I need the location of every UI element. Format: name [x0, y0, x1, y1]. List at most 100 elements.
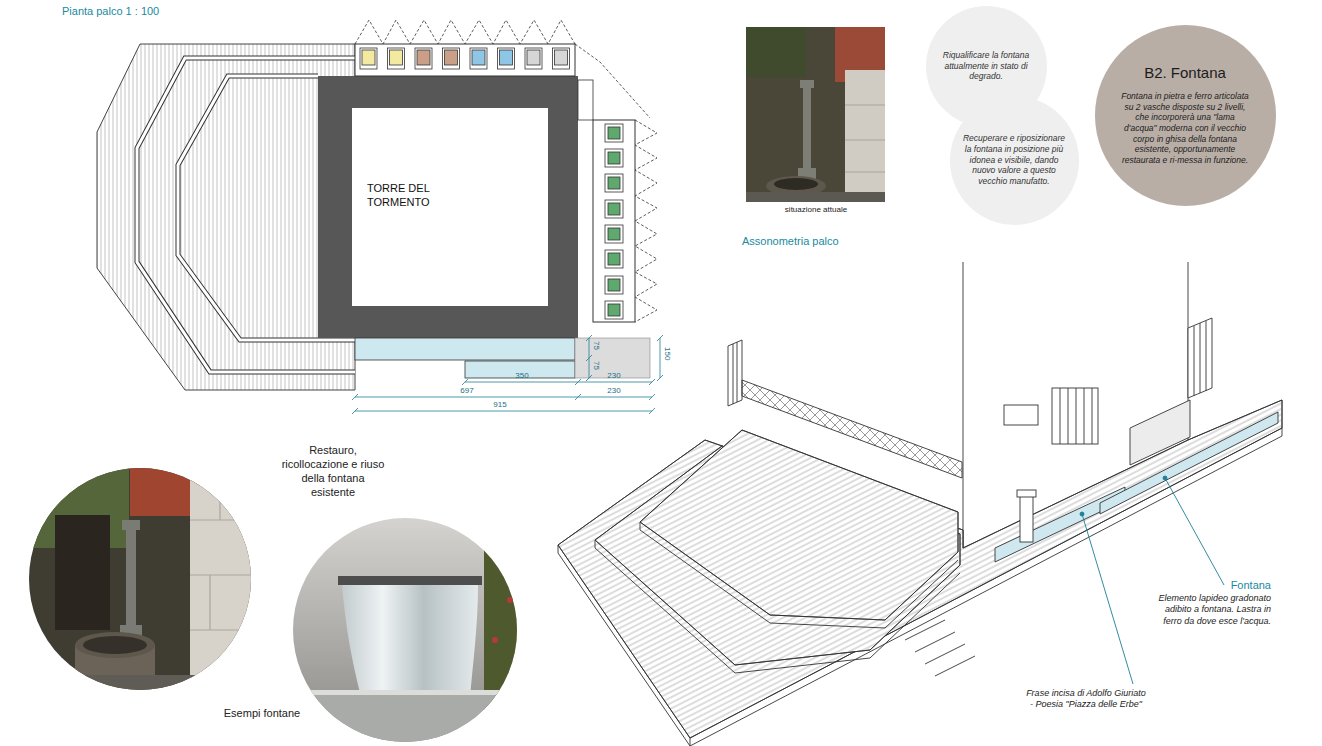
plan-drawing	[605, 225, 623, 243]
plan-drawing	[525, 48, 542, 69]
leader-lines	[1080, 512, 1084, 516]
axonometric-drawing	[640, 430, 958, 620]
tower-name: TORRE DEL TORMENTO	[367, 182, 447, 210]
plan-drawing	[318, 76, 578, 338]
leader-lines	[1165, 478, 1224, 585]
tower-footprint: TORRE DEL TORMENTO	[352, 108, 548, 306]
fountain-example-photo	[507, 597, 513, 603]
plan-drawing	[635, 120, 657, 322]
plan-drawing	[555, 50, 568, 65]
fountain-example-photo	[484, 518, 520, 742]
existing-fountain-photo	[55, 515, 110, 630]
current-state-photo	[746, 192, 885, 202]
view-title: Pianta palco 1 : 100	[62, 5, 159, 19]
existing-fountain-photo	[29, 468, 251, 690]
existing-fountain-photo	[29, 675, 251, 690]
plan-drawing	[498, 48, 515, 69]
callout-note: Elemento lapideo gradonato adibito a fon…	[1145, 593, 1271, 627]
axonometric-drawing	[728, 340, 742, 406]
axonometric-drawing	[733, 342, 737, 404]
plan-drawing	[360, 48, 377, 69]
callout-note: Frase incisa di Adolfo Giuriato - Poesia…	[1026, 688, 1146, 711]
axonometric-drawing	[558, 262, 1282, 746]
existing-fountain-photo	[190, 468, 251, 690]
existing-fountain-photo	[190, 468, 251, 630]
leader-lines	[1163, 476, 1167, 480]
plan-drawing	[608, 127, 620, 139]
axonometric-drawing	[558, 400, 1282, 738]
fountain-example-photo	[338, 576, 482, 585]
current-state-photo	[774, 178, 818, 190]
plan-drawing	[470, 48, 487, 69]
axonometric-drawing	[640, 430, 958, 620]
dimension-lines	[352, 335, 663, 414]
dimension: 230	[599, 386, 629, 396]
fountain-example-photo	[497, 557, 503, 563]
current-state-photo	[845, 105, 885, 172]
axonometric-drawing	[995, 487, 1125, 562]
axonometric-drawing	[640, 522, 958, 628]
axonometric-drawing	[1017, 490, 1036, 497]
goal-circle: Recuperare e riposizionare la fontana in…	[950, 96, 1079, 225]
existing-fountain-photo	[120, 520, 142, 645]
leader-lines	[1080, 476, 1224, 684]
existing-fountain-photo	[83, 636, 147, 654]
plan-drawing	[97, 44, 355, 390]
plan-drawing	[608, 253, 620, 265]
existing-fountain-photo	[29, 468, 251, 690]
plan-drawing	[608, 152, 620, 164]
plan-drawing	[608, 304, 620, 316]
plan-drawing	[472, 50, 485, 65]
plan-drawing	[608, 203, 620, 215]
dimension: 915	[485, 400, 515, 410]
leader-lines	[1082, 514, 1133, 684]
photo-title: Restauro, ricollocazione e riuso della f…	[281, 443, 386, 499]
axonometric-drawing	[1004, 405, 1038, 425]
plan-drawing	[500, 50, 513, 65]
plan-drawing	[362, 50, 375, 65]
dimension: 350	[507, 371, 537, 381]
axonometric-drawing	[905, 620, 975, 676]
photo-caption: situazione attuale	[761, 205, 871, 215]
dimension-lines	[586, 335, 592, 381]
plan-drawing	[605, 124, 623, 142]
fountain-example-photo	[342, 585, 478, 700]
dimension: 150	[662, 347, 672, 360]
plan-drawing	[608, 279, 620, 291]
dimension: 230	[599, 371, 629, 381]
dimension: 75	[591, 341, 601, 350]
plan-drawing	[355, 338, 575, 360]
photo-title: Esempi fontane	[207, 707, 317, 721]
dimension: 75	[591, 361, 601, 370]
current-state-photo	[746, 27, 885, 202]
plan-drawing	[415, 48, 432, 69]
current-state-photo	[746, 27, 806, 77]
project-description: Fontana in pietra e ferro articolata su …	[1119, 91, 1251, 165]
dimension: 697	[452, 386, 482, 396]
fountain-example-photo	[293, 690, 517, 742]
plan-drawing	[605, 149, 623, 167]
axonometric-drawing	[963, 262, 964, 548]
goal-text: Recuperare e riposizionare la fontana in…	[960, 133, 1068, 186]
view-title: Assonometria palco	[742, 235, 839, 249]
plan-drawing	[605, 276, 623, 294]
current-state-photo	[798, 80, 816, 182]
plan-drawing	[608, 228, 620, 240]
fountain-example-photo	[293, 518, 520, 742]
plan-drawing	[605, 124, 623, 319]
plan-drawing	[605, 200, 623, 218]
fountain-example-photo	[492, 637, 498, 643]
plan-drawing	[443, 48, 460, 69]
dimension-lines	[462, 379, 655, 385]
plan-drawing	[388, 48, 405, 69]
plan-drawing	[417, 50, 430, 65]
dimension-lines	[657, 335, 663, 381]
plan-drawing	[97, 20, 663, 414]
goal-text: Riqualificare la fontana attualmente in …	[932, 50, 1040, 82]
axonometric-drawing	[1052, 388, 1098, 444]
plan-drawing	[608, 177, 620, 189]
axonometric-drawing	[558, 400, 1282, 738]
callout-title: Fontana	[1231, 579, 1271, 593]
plan-drawing	[605, 301, 623, 319]
